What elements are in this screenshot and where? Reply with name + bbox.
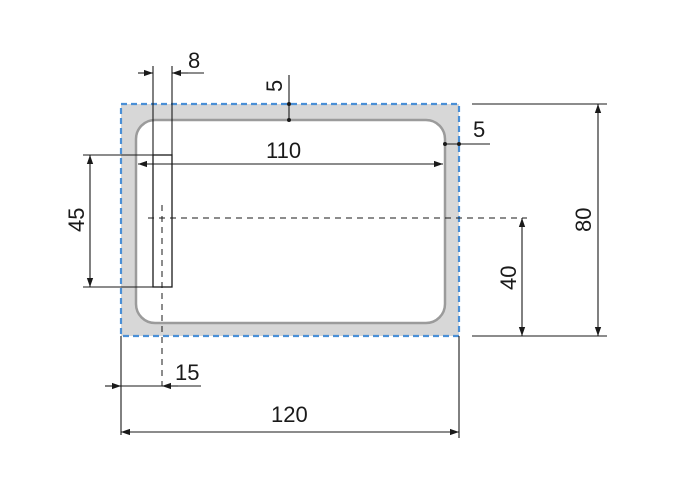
dim-border-top: 5 — [262, 75, 291, 122]
dim-slot-offset: 15 — [105, 336, 201, 435]
dim-slot-width-label: 8 — [188, 48, 200, 73]
dim-overall-height: 80 — [472, 103, 607, 337]
dim-border-top-label: 5 — [262, 80, 287, 92]
dim-slot-width: 8 — [138, 48, 204, 155]
dim-overall-width: 120 — [121, 336, 460, 438]
dim-inner-width-label: 110 — [266, 138, 301, 163]
dim-inner-width: 110 — [138, 138, 443, 168]
dim-slot-height: 45 — [64, 154, 153, 288]
dim-border-right-label: 5 — [473, 117, 485, 142]
dim-slot-height-label: 45 — [64, 208, 89, 232]
dim-slot-offset-label: 15 — [175, 360, 199, 385]
dim-center-height-label: 40 — [496, 266, 521, 290]
frame-dashed-outline — [119, 102, 461, 338]
dim-overall-width-label: 120 — [271, 402, 308, 427]
dim-center-height: 40 — [496, 218, 526, 336]
dim-border-right: 5 — [443, 117, 490, 146]
dim-overall-height-label: 80 — [571, 208, 596, 232]
